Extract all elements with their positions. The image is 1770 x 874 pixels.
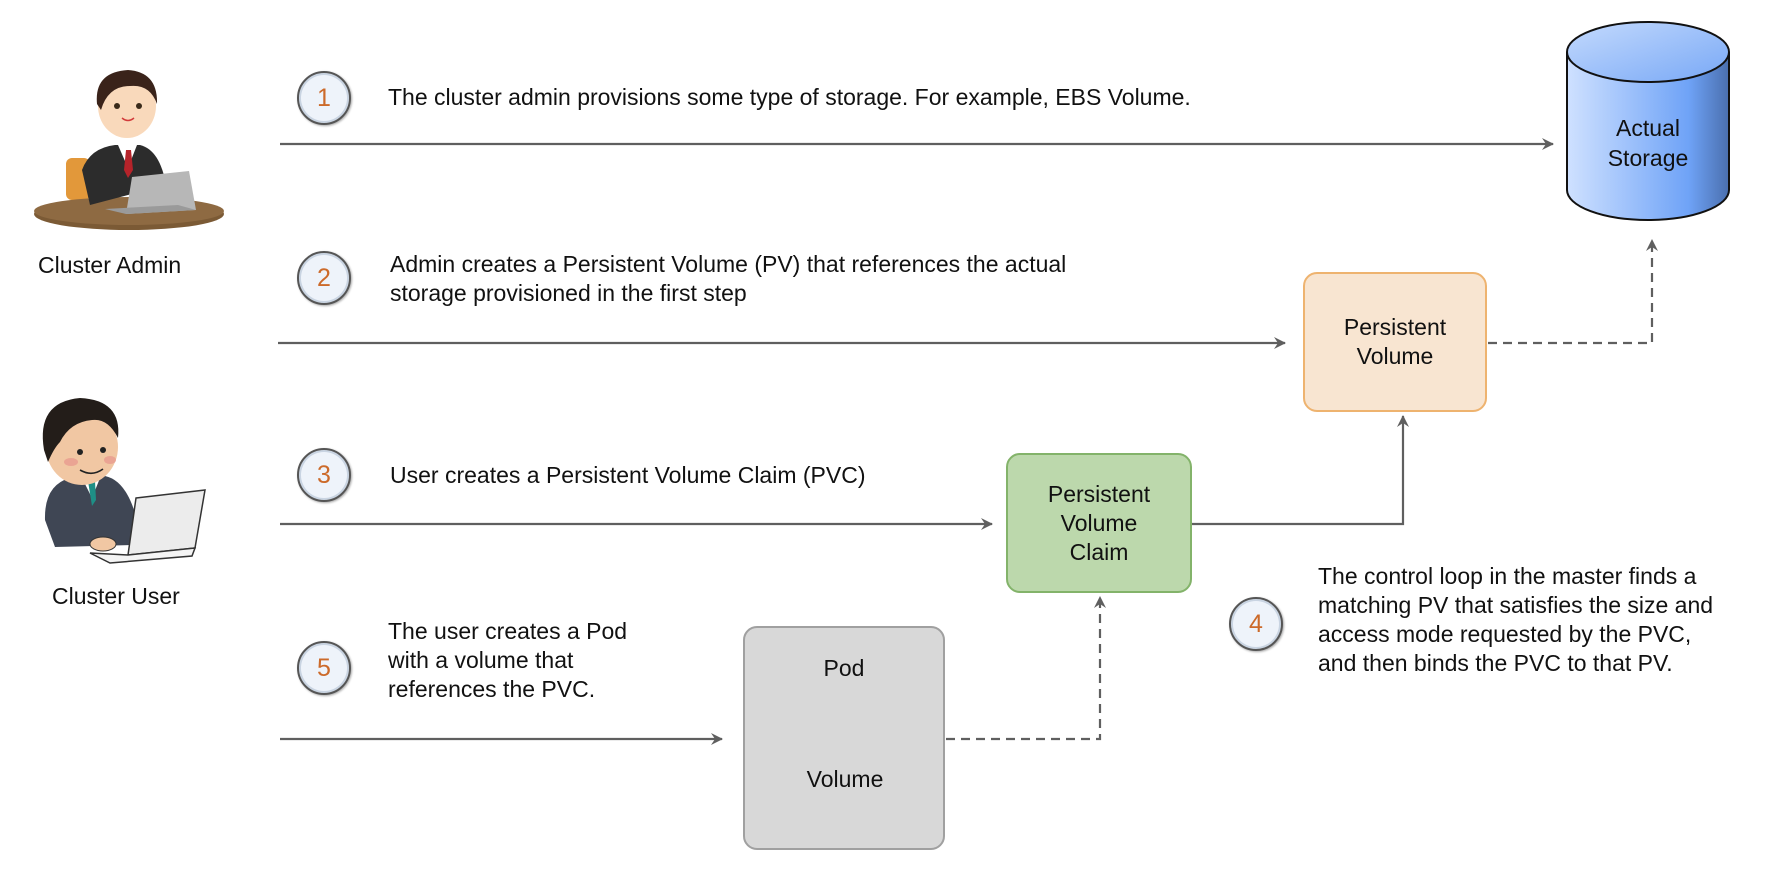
- step-4-line: access mode requested by the PVC,: [1318, 621, 1692, 647]
- step-2-line: Admin creates a Persistent Volume (PV) t…: [390, 251, 1067, 277]
- actual-storage-line: Storage: [1607, 145, 1689, 171]
- actual-storage-cylinder: [1566, 21, 1730, 221]
- step-4-line: and then binds the PVC to that PV.: [1318, 650, 1673, 676]
- step-2-text: Admin creates a Persistent Volume (PV) t…: [390, 250, 1066, 308]
- step-5-line: The user creates a Pod: [388, 618, 628, 644]
- connector-pvc-to-pv: [1192, 415, 1409, 526]
- pod-label: Pod: [823, 655, 865, 681]
- pvc-line: Claim: [1069, 538, 1129, 565]
- step-5-line: with a volume that: [388, 647, 574, 673]
- step-5-line: references the PVC.: [388, 676, 596, 702]
- persistent-volume-node[interactable]: Persistent Volume: [1303, 272, 1487, 412]
- persistent-volume-claim-node[interactable]: Persistent Volume Claim: [1006, 453, 1192, 593]
- step-4-line: The control loop in the master finds a: [1318, 563, 1697, 589]
- step-1-badge: 1: [297, 71, 351, 125]
- step-3-line: User creates a Persistent Volume Claim (…: [390, 462, 866, 488]
- pod-node[interactable]: Pod: [743, 626, 945, 850]
- cluster-user-illustration: [42, 398, 206, 564]
- pvc-line: Volume: [1060, 509, 1138, 536]
- cluster-admin-label: Cluster Admin: [38, 252, 182, 278]
- step-3-badge: 3: [297, 448, 351, 502]
- pv-line: Volume: [1356, 343, 1434, 369]
- pvc-line: Persistent: [1047, 480, 1151, 507]
- step-2-badge: 2: [297, 251, 351, 305]
- connector-pod-to-pvc: [946, 596, 1106, 741]
- cluster-user-label: Cluster User: [52, 583, 180, 609]
- actual-storage-line: Actual: [1616, 115, 1680, 141]
- step-2-line: storage provisioned in the first step: [390, 280, 747, 306]
- step-4-badge: 4: [1229, 597, 1283, 651]
- step-5-text: The user creates a Pod with a volume tha…: [388, 617, 627, 704]
- actual-storage-label: Actual Storage: [1567, 113, 1729, 173]
- step-1-text: The cluster admin provisions some type o…: [388, 83, 1191, 112]
- cluster-admin-illustration: [34, 70, 224, 230]
- step-1-line: The cluster admin provisions some type o…: [388, 84, 1191, 110]
- step-4-text: The control loop in the master finds a m…: [1318, 562, 1713, 678]
- pv-line: Persistent: [1343, 314, 1447, 340]
- connector-pv-to-storage: [1488, 239, 1658, 345]
- pod-volume-label: Volume: [806, 766, 884, 792]
- step-5-badge: 5: [297, 641, 351, 695]
- pv-label: Persistent Volume: [1344, 313, 1446, 371]
- step-3-text: User creates a Persistent Volume Claim (…: [390, 461, 866, 490]
- pvc-label: Persistent Volume Claim: [1048, 480, 1150, 567]
- step-4-line: matching PV that satisfies the size and: [1318, 592, 1714, 618]
